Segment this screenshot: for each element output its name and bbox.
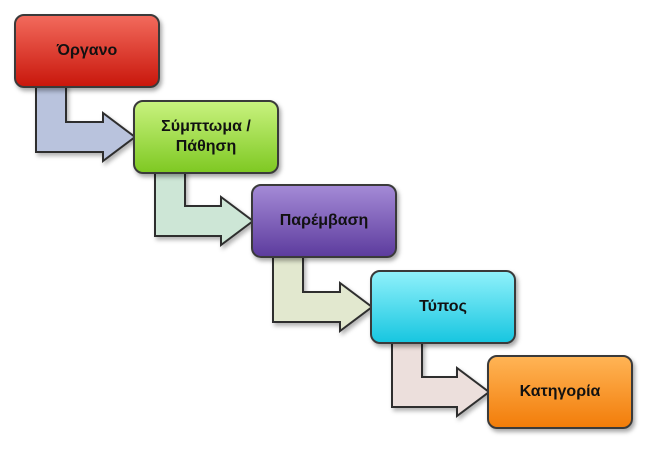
step-box-paremvasi: Παρέμβαση [251, 184, 397, 258]
step-label: Σύμπτωμα / Πάθηση [161, 118, 251, 155]
step-label: Κατηγορία [519, 383, 601, 400]
bent-arrow-connector [391, 339, 491, 418]
step-box-symptoma: Σύμπτωμα / Πάθηση [133, 100, 279, 174]
step-box-typos: Τύπος [370, 270, 516, 344]
bent-arrow-connector [35, 83, 137, 163]
step-box-organo: Όργανο [14, 14, 160, 88]
step-label: Όργανο [56, 42, 118, 59]
bent-arrow-connector [272, 253, 374, 333]
step-box-katigoria: Κατηγορία [487, 355, 633, 429]
bent-arrow-connector [154, 169, 255, 247]
step-label: Τύπος [419, 298, 467, 315]
step-label: Παρέμβαση [279, 212, 369, 229]
